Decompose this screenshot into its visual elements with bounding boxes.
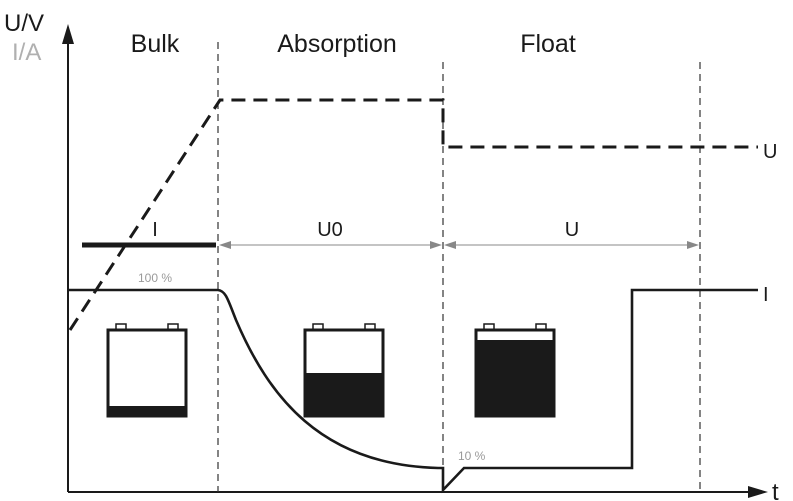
current-curve xyxy=(68,288,758,494)
voltage-curve-label: U xyxy=(763,141,777,163)
phase-title-bulk: Bulk xyxy=(131,30,180,58)
span-arrow-left-icon xyxy=(444,241,456,249)
axes: U/V I/A t xyxy=(4,10,779,501)
battery-icon xyxy=(303,323,385,418)
current-full-annotation: 100 % xyxy=(138,271,172,285)
span-arrow-right-icon xyxy=(430,241,442,249)
phase-title-float: Float xyxy=(520,30,576,58)
span-arrow-right-icon xyxy=(687,241,699,249)
battery-charge-fill xyxy=(305,373,383,416)
y-axis-label-current: I/A xyxy=(12,39,41,66)
current-low-annotation: 10 % xyxy=(458,449,486,463)
battery-charge-fill xyxy=(476,340,554,416)
battery-body xyxy=(106,328,188,418)
y-axis-label-voltage: U/V xyxy=(4,10,44,37)
battery-icon xyxy=(106,323,188,418)
current-curve-label: I xyxy=(763,284,769,306)
mode-label-bulk: I xyxy=(152,219,158,241)
battery-icons xyxy=(106,323,556,418)
y-axis-arrow-icon xyxy=(62,24,74,44)
battery-icon xyxy=(474,323,556,418)
phase-title-absorption: Absorption xyxy=(277,30,397,58)
mode-label-absorption: U0 xyxy=(317,219,343,241)
x-axis-label: t xyxy=(772,479,779,501)
span-arrow-left-icon xyxy=(219,241,231,249)
mode-spans: I U0 U xyxy=(82,219,699,249)
phase-boundaries xyxy=(217,42,701,492)
voltage-curve xyxy=(68,98,758,331)
x-axis-arrow-icon xyxy=(748,486,768,498)
mode-label-float: U xyxy=(565,219,579,241)
phase-titles: Bulk Absorption Float xyxy=(131,30,576,58)
battery-charge-fill xyxy=(108,406,186,416)
